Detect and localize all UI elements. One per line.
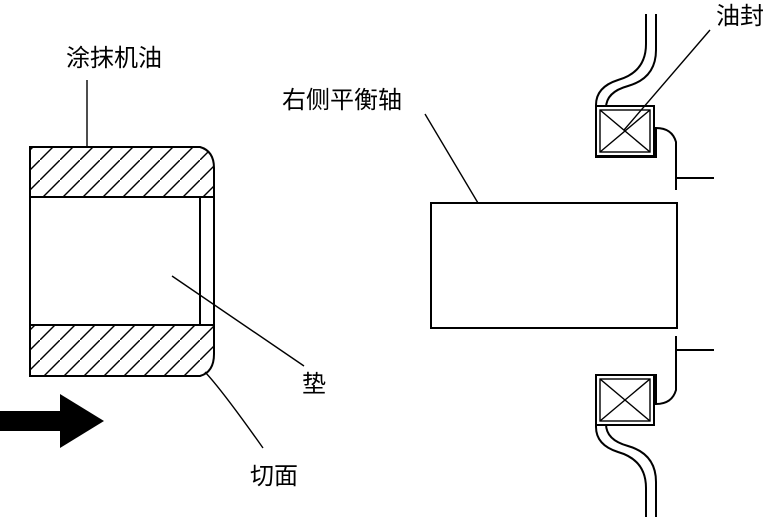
leader-cut-face (204, 371, 264, 449)
housing (595, 14, 714, 517)
housing-upper-outer (595, 14, 677, 190)
spacer-top-wall (29, 146, 215, 198)
leader-oil-seal (623, 29, 711, 131)
label-cut-face: 切面 (250, 462, 298, 490)
housing-upper-inner (605, 14, 657, 148)
housing-lower-outer (595, 336, 677, 517)
leader-spacer (171, 275, 305, 367)
leader-balance-shaft (424, 113, 479, 204)
spacer-tool (29, 146, 215, 377)
label-oil-seal: 油封 (716, 2, 764, 30)
arrow-right-icon (0, 394, 104, 448)
balance-shaft (430, 202, 678, 329)
spacer-end-face (200, 196, 215, 326)
leader-lines (86, 29, 711, 449)
label-right-balance-shaft: 右侧平衡轴 (282, 86, 402, 114)
label-spacer: 垫 (302, 370, 326, 398)
spacer-bottom-wall (29, 324, 215, 377)
housing-lower-inner (605, 384, 657, 517)
oil-seal-upper (595, 105, 655, 157)
label-oil-coating: 涂抹机油 (66, 44, 162, 72)
spacer-bore (29, 196, 201, 326)
oil-seal-lower (595, 374, 655, 426)
